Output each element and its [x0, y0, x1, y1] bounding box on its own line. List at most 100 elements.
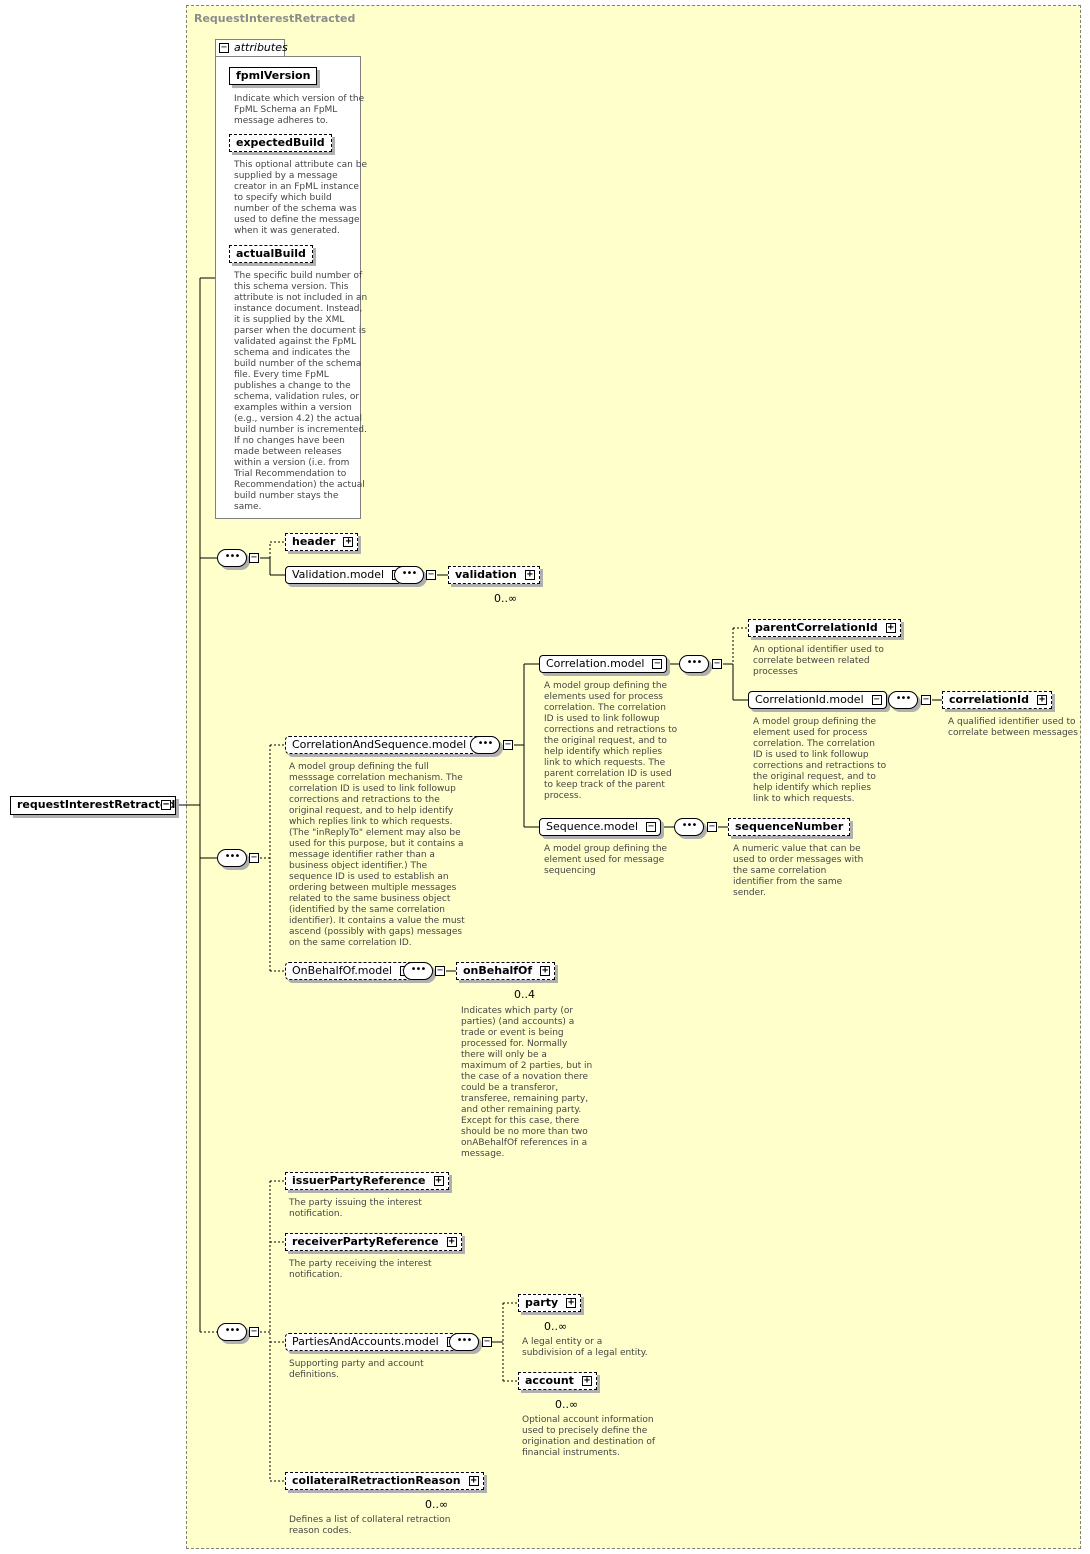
plus-icon[interactable]: +	[468, 1475, 479, 1486]
element-label: header	[292, 535, 336, 548]
element-on-behalf-of[interactable]: onBehalfOf +	[456, 962, 556, 980]
minus-icon[interactable]: −	[646, 821, 657, 832]
minus-icon[interactable]: −	[921, 694, 931, 705]
element-account[interactable]: account +	[518, 1372, 597, 1390]
description-line: notification.	[289, 1209, 343, 1219]
description-line: reason codes.	[289, 1526, 352, 1536]
minus-icon[interactable]: −	[435, 965, 445, 976]
element-label: party	[525, 1296, 559, 1309]
attributes-panel	[215, 56, 361, 519]
minus-icon[interactable]: −	[249, 852, 259, 863]
element-sequence-number[interactable]: sequenceNumber	[728, 818, 851, 836]
description-line: to specify which build	[234, 193, 332, 203]
minus-icon[interactable]: −	[652, 658, 663, 669]
description-line: supplied by a message	[234, 171, 338, 181]
description-line: there will only be a	[461, 1050, 547, 1060]
minus-icon[interactable]: −	[503, 739, 513, 750]
description-line: A numeric value that can be	[733, 844, 861, 854]
element-party[interactable]: party +	[518, 1294, 582, 1312]
plus-icon[interactable]: +	[524, 569, 535, 580]
description-line: Except for this case, there	[461, 1116, 580, 1126]
description-line: correlation ID is used to link followup	[289, 784, 456, 794]
element-label: parentCorrelationId	[755, 621, 878, 634]
description-line: element used for message	[544, 855, 665, 865]
element-receiver-party-reference[interactable]: receiverPartyReference +	[285, 1233, 462, 1251]
attribute-expected-build[interactable]: expectedBuild	[229, 134, 332, 152]
plus-icon[interactable]: +	[1036, 694, 1047, 705]
description-line: made between releases	[234, 447, 342, 457]
description-line: build number of the schema	[234, 359, 362, 369]
group-on-behalf-of-model[interactable]: OnBehalfOf.model −	[285, 962, 416, 980]
element-label: sequenceNumber	[735, 820, 844, 833]
description-line: number of the schema was	[234, 204, 357, 214]
group-validation-model[interactable]: Validation.model −	[285, 566, 408, 584]
description-line: which replies link to which requests.	[289, 817, 453, 827]
group-label: Sequence.model	[546, 820, 639, 833]
root-element-request-interest-retracted[interactable]: requestInterestRetracted −	[10, 796, 176, 815]
minus-icon[interactable]: −	[482, 1336, 492, 1347]
description-line: on the same correlation ID.	[289, 938, 412, 948]
group-parties-and-accounts-model[interactable]: PartiesAndAccounts.model −	[285, 1333, 462, 1351]
description-line: subdivision of a legal entity.	[522, 1348, 648, 1358]
minus-icon[interactable]: −	[249, 552, 259, 563]
group-correlation-id-model[interactable]: CorrelationId.model −	[748, 691, 887, 709]
group-correlation-model[interactable]: Correlation.model −	[539, 655, 668, 673]
description-line: identifier). It contains a value the mus…	[289, 916, 465, 926]
sequence-compositor-icon: •••	[679, 655, 709, 673]
description-line: creator in an FpML instance	[234, 182, 359, 192]
root-element-label: requestInterestRetracted	[17, 798, 176, 811]
description-line: The party issuing the interest	[289, 1198, 422, 1208]
minus-icon[interactable]: −	[219, 42, 229, 53]
description-line: Indicates which party (or	[461, 1006, 574, 1016]
description-line: A model group defining the	[753, 717, 877, 727]
attribute-fpml-version[interactable]: fpmlVersion	[229, 67, 318, 85]
plus-icon[interactable]: +	[433, 1175, 444, 1186]
element-parent-correlation-id[interactable]: parentCorrelationId +	[748, 619, 901, 637]
minus-icon[interactable]: −	[249, 1326, 259, 1337]
description-line: correlation. The correlation	[544, 703, 666, 713]
description-line: parties) (and accounts) a	[461, 1017, 575, 1027]
description-line: used to define the message	[234, 215, 360, 225]
description-line: used to precisely define the	[522, 1426, 648, 1436]
element-header[interactable]: header +	[285, 533, 359, 551]
element-label: receiverPartyReference	[292, 1235, 439, 1248]
minus-icon[interactable]: −	[871, 694, 882, 705]
plus-icon[interactable]: +	[540, 965, 551, 976]
group-correlation-and-sequence-model[interactable]: CorrelationAndSequence.model −	[285, 736, 490, 754]
plus-icon[interactable]: +	[885, 622, 896, 633]
minus-icon[interactable]: −	[426, 569, 436, 580]
element-label: account	[525, 1374, 574, 1387]
cardinality-label: 0..∞	[555, 1398, 579, 1411]
minus-icon[interactable]: −	[712, 658, 722, 669]
plus-icon[interactable]: +	[581, 1375, 592, 1386]
description-line: The specific build number of	[234, 271, 363, 281]
description-line: the case of a novation there	[461, 1072, 589, 1082]
attributes-tab[interactable]: − attributes	[215, 39, 288, 56]
description-line: correlate between messages	[948, 728, 1078, 738]
description-line: the same correlation	[733, 866, 827, 876]
element-validation[interactable]: validation +	[448, 566, 540, 584]
description-line: elements used for process	[544, 692, 663, 702]
description-line: origination and destination of	[522, 1437, 655, 1447]
element-issuer-party-reference[interactable]: issuerPartyReference +	[285, 1172, 449, 1190]
attribute-name: fpmlVersion	[236, 69, 311, 82]
minus-icon[interactable]: −	[707, 821, 717, 832]
plus-icon[interactable]: +	[566, 1297, 577, 1308]
group-label: PartiesAndAccounts.model	[292, 1335, 439, 1348]
plus-icon[interactable]: +	[343, 536, 354, 547]
element-label: onBehalfOf	[463, 964, 533, 977]
element-collateral-retraction-reason[interactable]: collateralRetractionReason +	[285, 1472, 484, 1490]
element-correlation-id[interactable]: correlationId +	[942, 691, 1052, 709]
description-line: parent correlation ID is used	[544, 769, 672, 779]
plus-icon[interactable]: +	[446, 1236, 457, 1247]
group-sequence-model[interactable]: Sequence.model −	[539, 818, 662, 836]
attribute-actual-build[interactable]: actualBuild	[229, 245, 313, 263]
minus-icon[interactable]: −	[161, 799, 171, 810]
